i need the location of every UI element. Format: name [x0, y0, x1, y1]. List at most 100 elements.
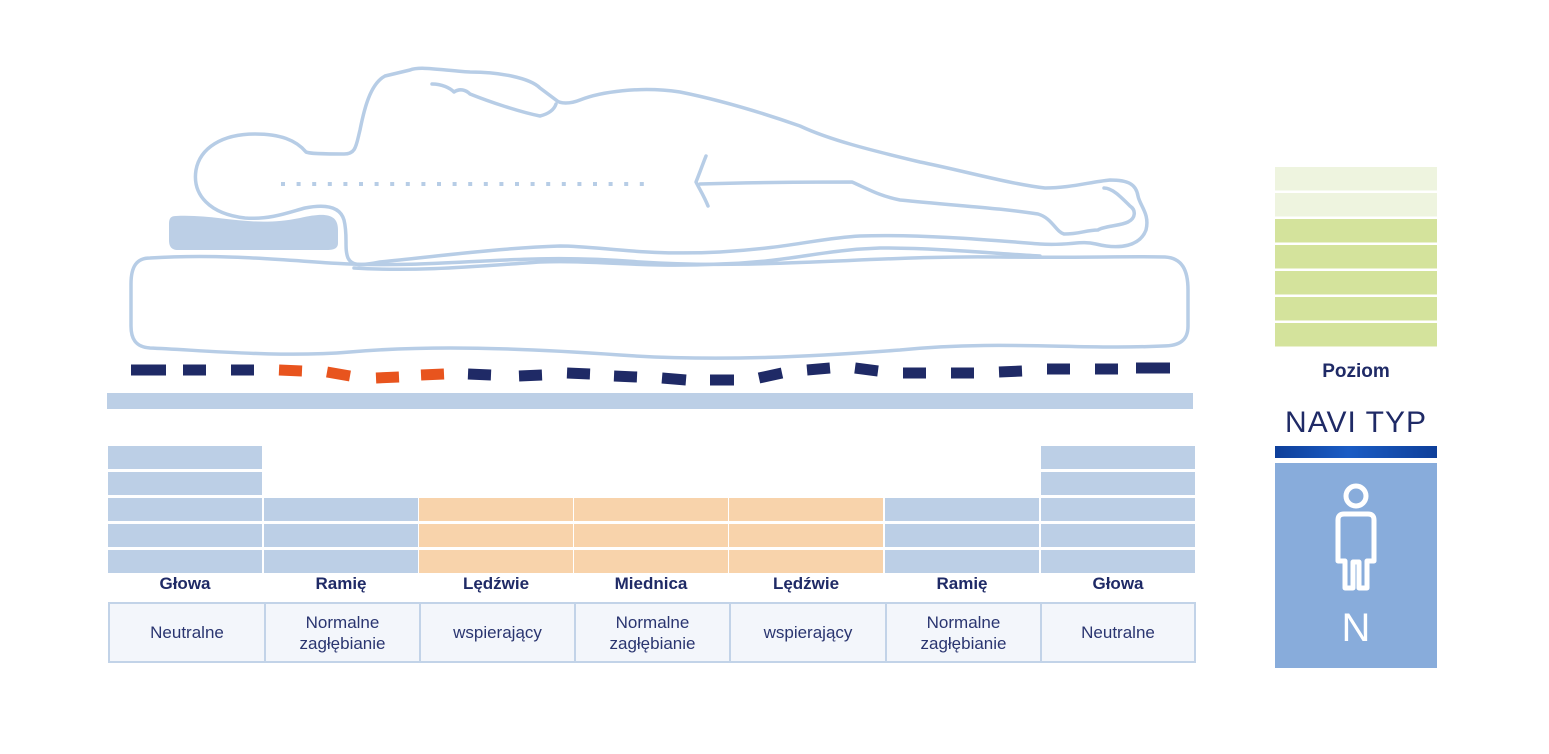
zone-block-5	[729, 498, 883, 521]
pillow-icon	[169, 214, 338, 250]
spine-dot	[624, 182, 629, 186]
zone-description-5: wspierający	[763, 623, 853, 642]
spine-dot	[452, 182, 457, 186]
spine-dash-highlight	[420, 368, 445, 381]
person-icon	[1335, 483, 1377, 591]
navi-type-title: NAVI TYP	[1285, 406, 1427, 439]
zone-label-1: Głowa	[159, 574, 211, 593]
zone-block-3	[419, 498, 573, 521]
spine-dot	[421, 182, 426, 186]
zone-block-5	[729, 550, 883, 573]
zone-block-7	[1041, 550, 1195, 573]
zone-block-3	[419, 524, 573, 547]
spine-dash	[613, 370, 638, 383]
spine-dot	[343, 182, 348, 186]
spine-dot	[515, 182, 519, 186]
zone-block-2	[264, 550, 418, 573]
spine-dot	[390, 182, 395, 186]
zone-block-1	[108, 446, 262, 469]
spine-dash	[998, 365, 1023, 378]
zone-block-7	[1041, 446, 1195, 469]
zone-label-6: Ramię	[936, 574, 988, 593]
level-bar	[1275, 323, 1437, 347]
zone-block-4	[574, 524, 728, 547]
zone-block-6	[885, 550, 1039, 573]
mattress-icon	[129, 254, 1190, 360]
level-bar	[1275, 245, 1437, 269]
spine-dash	[467, 368, 492, 381]
zone-label-2: Ramię	[315, 574, 367, 593]
spine-dot	[281, 182, 285, 186]
zone-description-1: Neutralne	[150, 623, 224, 642]
level-bar	[1275, 297, 1437, 321]
zone-label-7: Głowa	[1092, 574, 1144, 593]
sleeping-person-illustration	[193, 66, 1149, 272]
level-scale	[1275, 167, 1437, 347]
spine-dash	[661, 372, 687, 386]
zone-label-4: Miednica	[614, 574, 688, 593]
description-divider	[419, 604, 421, 661]
level-bar	[1275, 271, 1437, 295]
zone-description-3: wspierający	[453, 623, 542, 642]
spine-dot	[577, 182, 582, 186]
spine-dot	[468, 182, 473, 186]
zone-block-1	[108, 498, 262, 521]
spine-dot	[546, 182, 551, 186]
spine-dot	[593, 182, 597, 186]
zone-description-row: Neutralne Normalne zagłębianie wspierają…	[108, 602, 1196, 663]
description-divider	[264, 604, 266, 661]
spine-dash-highlight	[278, 364, 303, 377]
level-bar	[1275, 193, 1437, 217]
zone-label-3: Lędźwie	[462, 574, 530, 593]
spine-dot	[561, 182, 566, 186]
spine-dot	[483, 182, 488, 186]
description-divider	[1040, 604, 1042, 661]
spine-dot	[312, 182, 317, 186]
spine-dot	[296, 182, 301, 186]
spine-dash	[566, 367, 591, 380]
zone-description-7: Neutralne	[1081, 623, 1155, 642]
zone-block-2	[264, 498, 418, 521]
zone-label-5: Lędźwie	[772, 574, 840, 593]
zone-description-6: Normalne zagłębianie	[920, 612, 1007, 653]
zone-block-6	[885, 524, 1039, 547]
description-divider	[729, 604, 731, 661]
zone-block-3	[419, 550, 573, 573]
spine-dash	[806, 362, 831, 376]
spine-dash	[757, 367, 784, 384]
spine-dash-highlight	[326, 366, 351, 382]
description-divider	[885, 604, 887, 661]
zone-block-5	[729, 524, 883, 547]
spine-dot	[608, 182, 613, 186]
spine-dot	[639, 182, 644, 186]
zone-block-4	[574, 550, 728, 573]
zone-description-4: Normalne zagłębianie	[609, 612, 696, 653]
zone-blocks	[108, 446, 1195, 573]
navi-type-letter: N	[1341, 606, 1371, 650]
spine-dotted-line	[281, 182, 644, 186]
zone-block-1	[108, 524, 262, 547]
navi-type-bar	[1275, 446, 1437, 458]
level-bar	[1275, 167, 1437, 191]
zone-block-1	[108, 472, 262, 495]
zone-block-7	[1041, 524, 1195, 547]
base-bar	[107, 393, 1193, 409]
description-divider	[574, 604, 576, 661]
navi-type-box	[1275, 463, 1437, 668]
zone-block-7	[1041, 498, 1195, 521]
spine-dot	[530, 182, 535, 186]
spine-dash	[518, 369, 543, 382]
level-bar	[1275, 219, 1437, 243]
zone-block-7	[1041, 472, 1195, 495]
spine-dot	[359, 182, 363, 186]
spine-dash	[854, 362, 879, 377]
level-scale-label: Poziom	[1322, 361, 1390, 382]
zone-block-2	[264, 524, 418, 547]
zone-description-2: Normalne zagłębianie	[299, 612, 386, 653]
spine-dot	[374, 182, 379, 186]
spine-dot	[499, 182, 504, 186]
spine-dot	[405, 182, 410, 186]
spine-dot	[327, 182, 332, 186]
spine-dash-highlight	[375, 371, 400, 384]
